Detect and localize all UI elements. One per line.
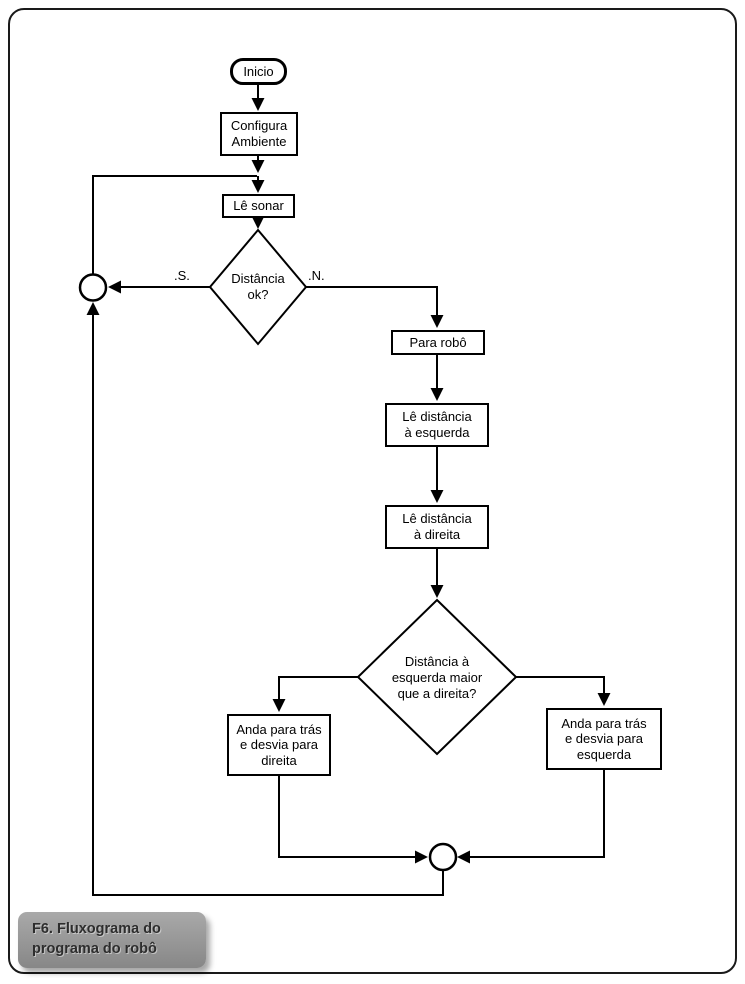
- node-anda-tras-direita: Anda para trás e desvia para direita: [227, 714, 331, 776]
- node-le-distancia-direita: Lê distância à direita: [385, 505, 489, 549]
- caption-label: F6. Fluxograma do programa do robô: [18, 912, 206, 968]
- node-para-robo: Para robô: [391, 330, 485, 355]
- edge-leftbox-to-bottomconnector: [278, 776, 428, 864]
- edge-feedback-left-top: [92, 175, 257, 274]
- page-border: [8, 8, 737, 974]
- edge-bottomconnector-feedback: [86, 302, 444, 896]
- node-le-sonar: Lê sonar: [222, 194, 295, 218]
- node-anda-tras-esquerda: Anda para trás e desvia para esquerda: [546, 708, 662, 770]
- edge-decision2-right-branch: [516, 676, 611, 706]
- edge-decision2-left-branch: [272, 676, 358, 712]
- connector-circle-left: [78, 273, 108, 302]
- edge-rightbox-to-bottomconnector: [457, 770, 605, 864]
- decision-comparacao-label: Distância à esquerda maior que a direita…: [391, 653, 483, 702]
- decision-distancia-label: Distância ok?: [231, 270, 285, 302]
- branch-label-sim: .S.: [174, 268, 190, 283]
- node-le-distancia-esquerda: Lê distância à esquerda: [385, 403, 489, 447]
- node-configura-ambiente: Configura Ambiente: [220, 112, 298, 156]
- decision-diamond-comparacao: [356, 598, 518, 756]
- edge-decision1-no-to-stoprobot: [306, 286, 444, 328]
- terminal-inicio: Inicio: [230, 58, 287, 85]
- decision-diamond-distancia-ok: [208, 228, 308, 346]
- connector-circle-bottom: [428, 842, 458, 872]
- branch-label-nao: .N.: [308, 268, 325, 283]
